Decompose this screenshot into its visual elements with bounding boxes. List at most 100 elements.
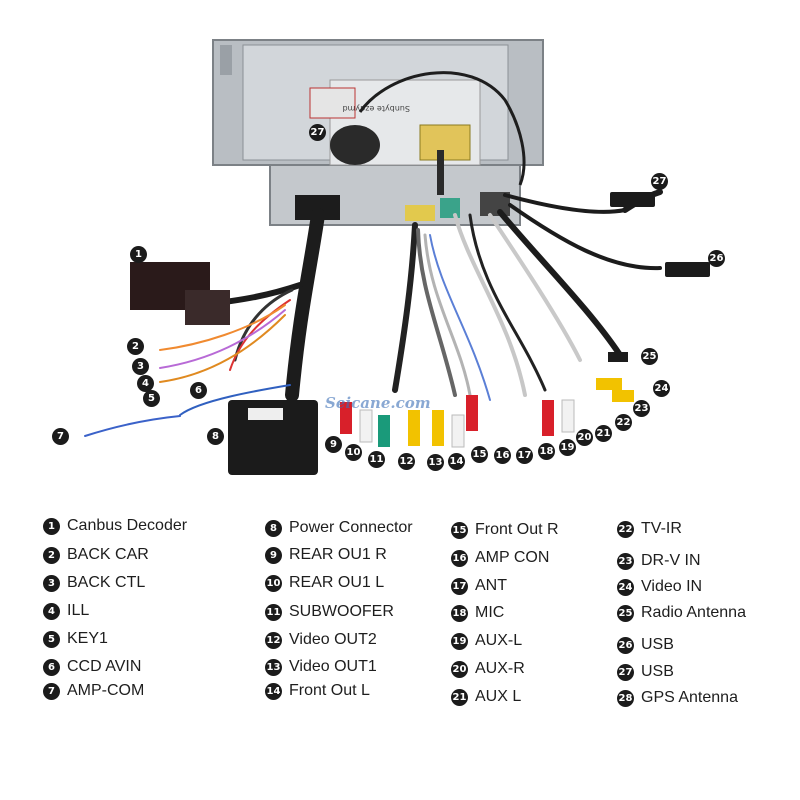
legend-label: KEY1 [67, 630, 108, 647]
marker-7: 7 [52, 428, 69, 445]
usb-plug-2 [665, 262, 710, 277]
wiring-diagram: Sunbyte ezdymd [84, 39, 710, 475]
canbus-decoder-box [130, 262, 230, 325]
marker-8: 8 [207, 428, 224, 445]
legend-label: USB [641, 636, 674, 653]
marker-12: 12 [398, 453, 415, 470]
gps-antenna [330, 71, 526, 186]
marker-18: 18 [538, 443, 555, 460]
legend-number: 21 [451, 688, 468, 706]
marker-25: 25 [641, 348, 658, 365]
marker-22: 22 [615, 414, 632, 431]
marker-27-gps: 27 [309, 124, 326, 141]
marker-19: 19 [559, 439, 576, 456]
legend-number: 2 [43, 546, 60, 564]
rca-plugs [340, 352, 634, 448]
legend-number: 16 [451, 549, 468, 567]
head-unit: Sunbyte ezdymd [212, 39, 544, 226]
marker-10: 10 [345, 444, 362, 461]
legend-number: 12 [265, 631, 282, 649]
legend-label: AMP-COM [67, 682, 145, 699]
marker-16: 16 [494, 447, 511, 464]
legend-item-8: 8 Power Connector [265, 518, 413, 538]
legend-label: BACK CAR [67, 546, 149, 563]
marker-23: 23 [633, 400, 650, 417]
marker-21: 21 [595, 425, 612, 442]
marker-3: 3 [132, 358, 149, 375]
legend-label: ANT [475, 577, 507, 594]
legend-number: 14 [265, 682, 282, 700]
legend-number: 10 [265, 574, 282, 592]
legend-number: 5 [43, 630, 60, 648]
marker-13: 13 [427, 454, 444, 471]
marker-5: 5 [143, 390, 160, 407]
legend-item-5: 5 KEY1 [43, 629, 108, 649]
marker-2: 2 [127, 338, 144, 355]
legend-label: Video IN [641, 578, 703, 595]
legend-number: 22 [617, 520, 634, 538]
marker-11: 11 [368, 451, 385, 468]
legend-label: USB [641, 663, 674, 680]
legend-number: 4 [43, 602, 60, 620]
legend-number: 27 [617, 663, 634, 681]
legend-label: TV-IR [641, 520, 682, 537]
legend-item-2: 2 BACK CAR [43, 545, 149, 565]
legend-label: AUX L [475, 688, 522, 705]
legend-number: 8 [265, 519, 282, 537]
legend-label: Radio Antenna [641, 604, 746, 621]
legend-label: GPS Antenna [641, 689, 738, 706]
wifi-antenna [437, 150, 444, 195]
legend-number: 1 [43, 517, 60, 535]
legend-label: REAR OU1 L [289, 574, 385, 591]
legend-item-16: 16 AMP CON [451, 548, 549, 568]
legend-label: BACK CTL [67, 574, 146, 591]
legend-item-21: 21 AUX L [451, 687, 521, 707]
marker-6: 6 [190, 382, 207, 399]
legend-label: REAR OU1 R [289, 546, 387, 563]
legend-number: 15 [451, 521, 468, 539]
marker-24: 24 [653, 380, 670, 397]
legend-number: 6 [43, 658, 60, 676]
legend-number: 11 [265, 603, 282, 621]
legend-number: 23 [617, 552, 634, 570]
marker-14: 14 [448, 453, 465, 470]
legend-label: DR-V IN [641, 552, 701, 569]
legend-item-22: 22 TV-IR [617, 519, 682, 539]
legend-item-10: 10 REAR OU1 L [265, 573, 384, 593]
legend-label: Canbus Decoder [67, 517, 188, 534]
legend-number: 17 [451, 577, 468, 595]
legend-label: CCD AVIN [67, 658, 142, 675]
legend-number: 18 [451, 604, 468, 622]
legend-label: AUX-L [475, 632, 523, 649]
legend-label: Video OUT1 [289, 658, 377, 675]
power-connector [228, 400, 318, 475]
legend-label: AUX-R [475, 660, 525, 677]
watermark: Seicane.com [325, 394, 431, 412]
legend-item-23: 23 DR-V IN [617, 551, 701, 571]
legend-number: 9 [265, 546, 282, 564]
legend-number: 24 [617, 578, 634, 596]
cable-harness [84, 189, 663, 437]
legend-item-27: 27 USB [617, 662, 674, 682]
legend-item-9: 9 REAR OU1 R [265, 545, 387, 565]
marker-9: 9 [325, 436, 342, 453]
legend-label: Power Connector [289, 519, 413, 536]
legend-label: AMP CON [475, 549, 550, 566]
unit-sticker-text: Sunbyte ezdymd [343, 104, 410, 113]
marker-20: 20 [576, 429, 593, 446]
legend-item-6: 6 CCD AVIN [43, 657, 141, 677]
marker-17: 17 [516, 447, 533, 464]
legend-item-17: 17 ANT [451, 576, 507, 596]
